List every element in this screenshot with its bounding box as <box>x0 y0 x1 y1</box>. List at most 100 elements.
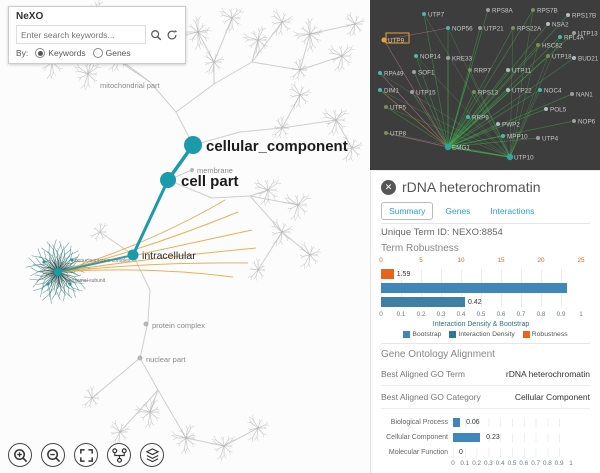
cell-part-node[interactable] <box>160 172 176 188</box>
gene-node[interactable] <box>572 119 576 123</box>
gene-label[interactable]: UTP13 <box>578 31 598 38</box>
gene-label[interactable]: KRE33 <box>452 56 472 63</box>
gene-label[interactable]: UTP18 <box>552 54 572 61</box>
gene-node[interactable] <box>472 90 476 94</box>
fit-to-screen-button[interactable] <box>74 443 98 467</box>
gene-node[interactable] <box>546 54 550 58</box>
gene-node[interactable] <box>538 88 542 92</box>
gene-label[interactable]: RPS7B <box>537 8 558 15</box>
gene-node[interactable] <box>378 88 382 92</box>
gene-label[interactable]: NOP56 <box>452 26 473 33</box>
gene-label[interactable]: PWP2 <box>502 122 520 129</box>
gene-label[interactable]: BUD21 <box>578 56 599 63</box>
gene-label[interactable]: UTP5 <box>390 105 407 112</box>
ontology-tree-panel[interactable]: cellular_component cell part intracellul… <box>0 0 370 473</box>
gene-node[interactable] <box>422 12 426 16</box>
gene-node[interactable] <box>468 68 472 72</box>
cellular-component-node[interactable] <box>184 136 202 154</box>
gene-node[interactable] <box>412 70 416 74</box>
intracellular-label[interactable]: intracellular <box>142 250 196 262</box>
gene-label[interactable]: UTP15 <box>416 90 436 97</box>
protein-complex-node[interactable] <box>143 321 149 327</box>
cellular-component-label[interactable]: cellular_component <box>206 138 348 155</box>
layers-button[interactable] <box>140 443 164 467</box>
gene-label[interactable]: UTP22 <box>512 88 532 95</box>
gene-node[interactable] <box>446 56 450 60</box>
gene-node[interactable] <box>506 153 514 161</box>
gene-label[interactable]: RRP9 <box>472 115 489 122</box>
gene-node[interactable] <box>566 13 570 17</box>
gene-node[interactable] <box>414 54 418 58</box>
gene-node[interactable] <box>572 56 576 60</box>
gene-node[interactable] <box>506 68 510 72</box>
gene-node[interactable] <box>446 26 450 30</box>
zoom-in-button[interactable] <box>8 443 32 467</box>
gene-label[interactable]: RPL4A <box>564 35 585 42</box>
gene-label[interactable]: SOF1 <box>418 70 435 77</box>
gene-label[interactable]: UTP21 <box>484 26 504 33</box>
gene-label[interactable]: POL5 <box>550 107 567 114</box>
tab-summary[interactable]: Summary <box>381 202 434 220</box>
gene-node[interactable] <box>501 134 505 138</box>
gene-node[interactable] <box>536 136 540 140</box>
gene-node[interactable] <box>384 131 388 135</box>
gene-label[interactable]: UTP10 <box>514 155 534 162</box>
radio-genes[interactable]: Genes <box>92 48 131 58</box>
gene-label[interactable]: MPP10 <box>507 134 528 141</box>
gene-label[interactable]: UTP8 <box>390 131 407 138</box>
gene-label[interactable]: NAN1 <box>576 92 593 99</box>
membrane-node[interactable] <box>190 168 194 172</box>
gene-network-canvas[interactable]: UTP7 RPS8A RPS7B RPS17B NOP56 UTP21 RPS22A NSA2… <box>370 0 600 170</box>
selected-term-cluster-node[interactable] <box>54 268 62 276</box>
cluster-label-2[interactable]: ribosomal subunit <box>66 278 106 284</box>
membrane-label[interactable]: membrane <box>197 166 233 175</box>
gene-label[interactable]: RRP7 <box>474 68 491 75</box>
nuclear-part-label[interactable]: nuclear part <box>146 355 187 364</box>
gene-node[interactable] <box>558 35 562 39</box>
gene-node[interactable] <box>546 22 550 26</box>
gene-label[interactable]: NOC4 <box>544 88 562 95</box>
reset-icon[interactable] <box>165 28 178 41</box>
gene-node[interactable] <box>384 105 388 109</box>
gene-label[interactable]: RPS22A <box>517 26 542 33</box>
gene-label[interactable]: NSA2 <box>552 22 569 29</box>
gene-label[interactable]: NOP14 <box>420 54 441 61</box>
tab-interactions[interactable]: Interactions <box>490 206 535 216</box>
gene-node[interactable] <box>466 115 470 119</box>
cluster-label-1[interactable]: ribonucleoprotein complex <box>72 258 131 264</box>
cell-part-label[interactable]: cell part <box>181 173 239 190</box>
gene-node[interactable] <box>496 122 500 126</box>
gene-label[interactable]: NOP6 <box>578 119 596 126</box>
gene-node[interactable] <box>381 37 387 43</box>
gene-node[interactable] <box>511 26 515 30</box>
gene-label[interactable]: DIM1 <box>384 88 400 95</box>
nuclear-part-node[interactable] <box>137 355 143 361</box>
hierarchy-layout-button[interactable] <box>107 443 131 467</box>
gene-label[interactable]: EMG1 <box>452 145 470 152</box>
gene-node[interactable] <box>572 31 576 35</box>
gene-node[interactable] <box>378 71 382 75</box>
gene-label[interactable]: UTP7 <box>428 12 445 19</box>
gene-node[interactable] <box>544 107 548 111</box>
protein-complex-label[interactable]: protein complex <box>152 321 205 330</box>
search-icon[interactable] <box>149 28 162 41</box>
gene-node[interactable] <box>478 26 482 30</box>
ontology-tree-canvas[interactable]: cellular_component cell part intracellul… <box>0 0 370 473</box>
gene-node[interactable] <box>410 90 414 94</box>
gene-label[interactable]: RPS17B <box>572 13 596 20</box>
gene-network-panel[interactable]: UTP7 RPS8A RPS7B RPS17B NOP56 UTP21 RPS22A NSA2… <box>370 0 600 170</box>
gene-node[interactable] <box>531 8 535 12</box>
gene-label[interactable]: RPA49 <box>384 71 404 78</box>
gene-label[interactable]: UTP9 <box>388 38 405 45</box>
intracellular-node[interactable] <box>127 249 139 261</box>
zoom-out-button[interactable] <box>41 443 65 467</box>
mitochondrial-part-label[interactable]: mitochondrial part <box>100 81 161 90</box>
gene-node[interactable] <box>486 8 490 12</box>
gene-label[interactable]: UTP11 <box>512 68 532 75</box>
gene-label[interactable]: RPS13 <box>478 90 498 97</box>
radio-keywords[interactable]: Keywords <box>35 48 86 58</box>
tab-genes[interactable]: Genes <box>445 206 471 216</box>
search-input[interactable] <box>16 25 146 44</box>
gene-node[interactable] <box>444 143 452 151</box>
gene-label[interactable]: RPS8A <box>492 8 513 15</box>
